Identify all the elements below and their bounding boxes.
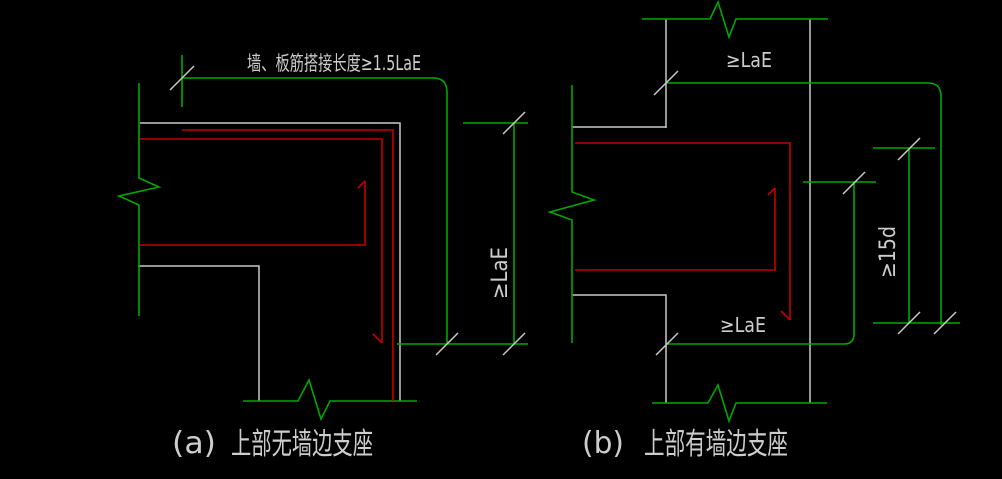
rebar-red-b bbox=[575, 142, 791, 321]
top-rebar-hook-b bbox=[666, 82, 942, 325]
slab-top-outline-a bbox=[140, 122, 401, 401]
caption-b-text: 上部有墙边支座 bbox=[644, 427, 788, 462]
dim-label-15d-b: ≥15d bbox=[876, 226, 901, 278]
dim-slash-icon bbox=[502, 111, 526, 135]
top-bar-inner-arrow-a bbox=[372, 333, 383, 344]
anchor-rebar-path-b bbox=[667, 183, 855, 345]
dim-slash-icon bbox=[653, 70, 679, 96]
dim-slash-icon bbox=[435, 332, 459, 356]
rebar-green-a bbox=[116, 55, 448, 422]
dim-slash-icon bbox=[842, 171, 866, 195]
rebar-green-b bbox=[547, 0, 942, 424]
hook-bar-a bbox=[140, 181, 366, 246]
dim-label-lae-a: ≥LaE bbox=[488, 247, 513, 299]
slab-break-line-a bbox=[243, 377, 417, 422]
hook-bar-arrow-b bbox=[767, 187, 776, 196]
top-bar-b bbox=[575, 142, 791, 320]
dim-slash-icon bbox=[502, 332, 526, 356]
wall-rebar-break-b bbox=[547, 85, 597, 343]
lap-rebar-path-a bbox=[183, 77, 448, 343]
dimension-a bbox=[169, 65, 528, 356]
rebar-red-a bbox=[140, 129, 394, 401]
dimension-b bbox=[653, 70, 960, 356]
lap-length-label: 墙、板筋搭接长度≥1.5LaE bbox=[247, 51, 421, 75]
hook-bar-b bbox=[575, 188, 776, 271]
dim-slash-icon bbox=[655, 332, 679, 356]
slab-bottom-outline-b bbox=[572, 294, 667, 403]
dim-label-lae-anchor-b: ≥LaE bbox=[720, 313, 766, 337]
wall-break-line-top-b bbox=[642, 0, 828, 40]
top-bar-outer-a bbox=[182, 129, 394, 401]
dim-slash-icon bbox=[933, 311, 957, 335]
dim-slash-icon bbox=[897, 311, 921, 335]
outline-a bbox=[138, 122, 401, 401]
caption-b-prefix: (b) bbox=[582, 426, 624, 461]
dim-slash-icon bbox=[897, 137, 921, 161]
slab-bottom-outline-a bbox=[138, 265, 260, 401]
dim-slash-icon bbox=[169, 65, 195, 91]
diagram-a: 墙、板筋搭接长度≥1.5LaE ≥LaE (a) 上部无墙边支座 bbox=[116, 51, 528, 462]
top-bar-inner-a bbox=[140, 138, 383, 343]
caption-a-text: 上部无墙边支座 bbox=[231, 427, 373, 462]
wall-rebar-break-a bbox=[116, 83, 162, 316]
diagram-b: ≥LaE ≥LaE ≥15d (b) 上部有墙边支座 bbox=[547, 0, 960, 462]
caption-a-prefix: (a) bbox=[172, 426, 216, 461]
top-bar-arrow-b bbox=[780, 310, 791, 321]
dim-label-lae-top-b: ≥LaE bbox=[726, 48, 772, 72]
wall-break-line-bottom-b bbox=[652, 382, 827, 424]
hook-bar-arrow-a bbox=[357, 180, 366, 189]
